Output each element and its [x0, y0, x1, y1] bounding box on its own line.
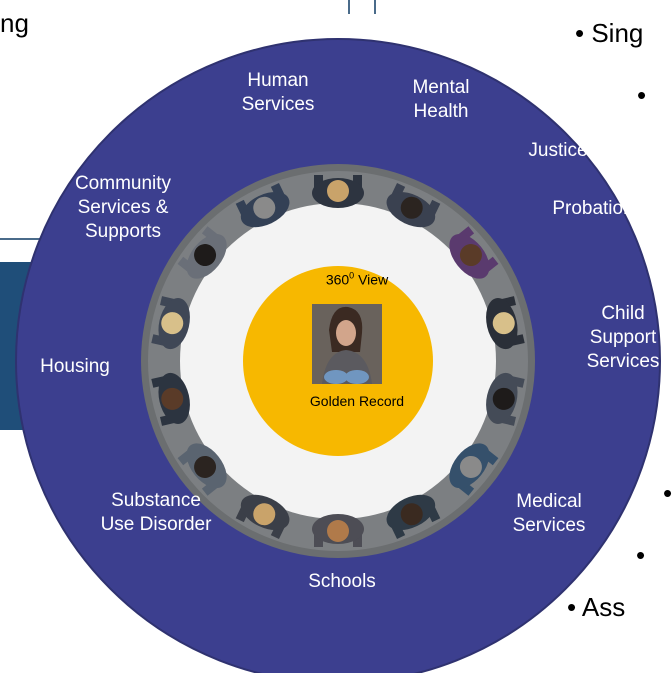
bullet-dot: •	[663, 478, 672, 508]
sector-label-justice: Justice	[528, 140, 588, 161]
view-word: View	[358, 271, 389, 288]
seated-person	[151, 372, 190, 426]
sector-label-substance-use-disorder: Substance Use Disorder	[100, 490, 212, 535]
sector-label-mental-health: Mental Health	[412, 77, 470, 122]
view-number: 360	[325, 271, 350, 288]
seated-person	[386, 182, 441, 228]
sector-label-community-services-supports: Community Services & Supports	[74, 173, 172, 242]
bullet-dot: •	[636, 540, 646, 570]
sector-label-probation: Probation	[552, 198, 634, 219]
golden-record-label: Golden Record	[309, 393, 405, 409]
view-label: 3600 View	[326, 271, 388, 288]
seated-person	[312, 514, 364, 547]
seated-person	[386, 494, 441, 540]
seated-person	[177, 226, 227, 279]
seated-person	[312, 175, 364, 208]
bullet-text-bottom: • Ass	[567, 592, 626, 622]
seated-person	[486, 296, 525, 350]
bullet-text-top: • Sing	[575, 18, 644, 48]
heading-fragment: ng	[0, 8, 29, 38]
divider-line	[348, 0, 350, 14]
sector-label-medical-services: Medical Services	[512, 491, 586, 536]
seated-person	[151, 296, 190, 350]
sector-label-housing: Housing	[40, 356, 110, 377]
seated-person	[449, 443, 499, 496]
sector-label-schools: Schools	[308, 571, 376, 592]
seated-person	[177, 443, 227, 496]
bullet-dot: •	[637, 80, 647, 110]
seated-person	[235, 182, 290, 228]
portrait-image	[312, 304, 382, 384]
divider-line	[374, 0, 376, 14]
sector-label-child-support-services: Child Support Services	[586, 303, 660, 372]
view-superscript: 0	[349, 270, 355, 281]
sector-label-human-services: Human Services	[241, 70, 315, 115]
divider-line	[0, 238, 60, 240]
people-around-table	[151, 175, 525, 547]
seated-person	[486, 372, 525, 426]
seated-person	[235, 494, 290, 540]
seated-person	[449, 226, 499, 279]
